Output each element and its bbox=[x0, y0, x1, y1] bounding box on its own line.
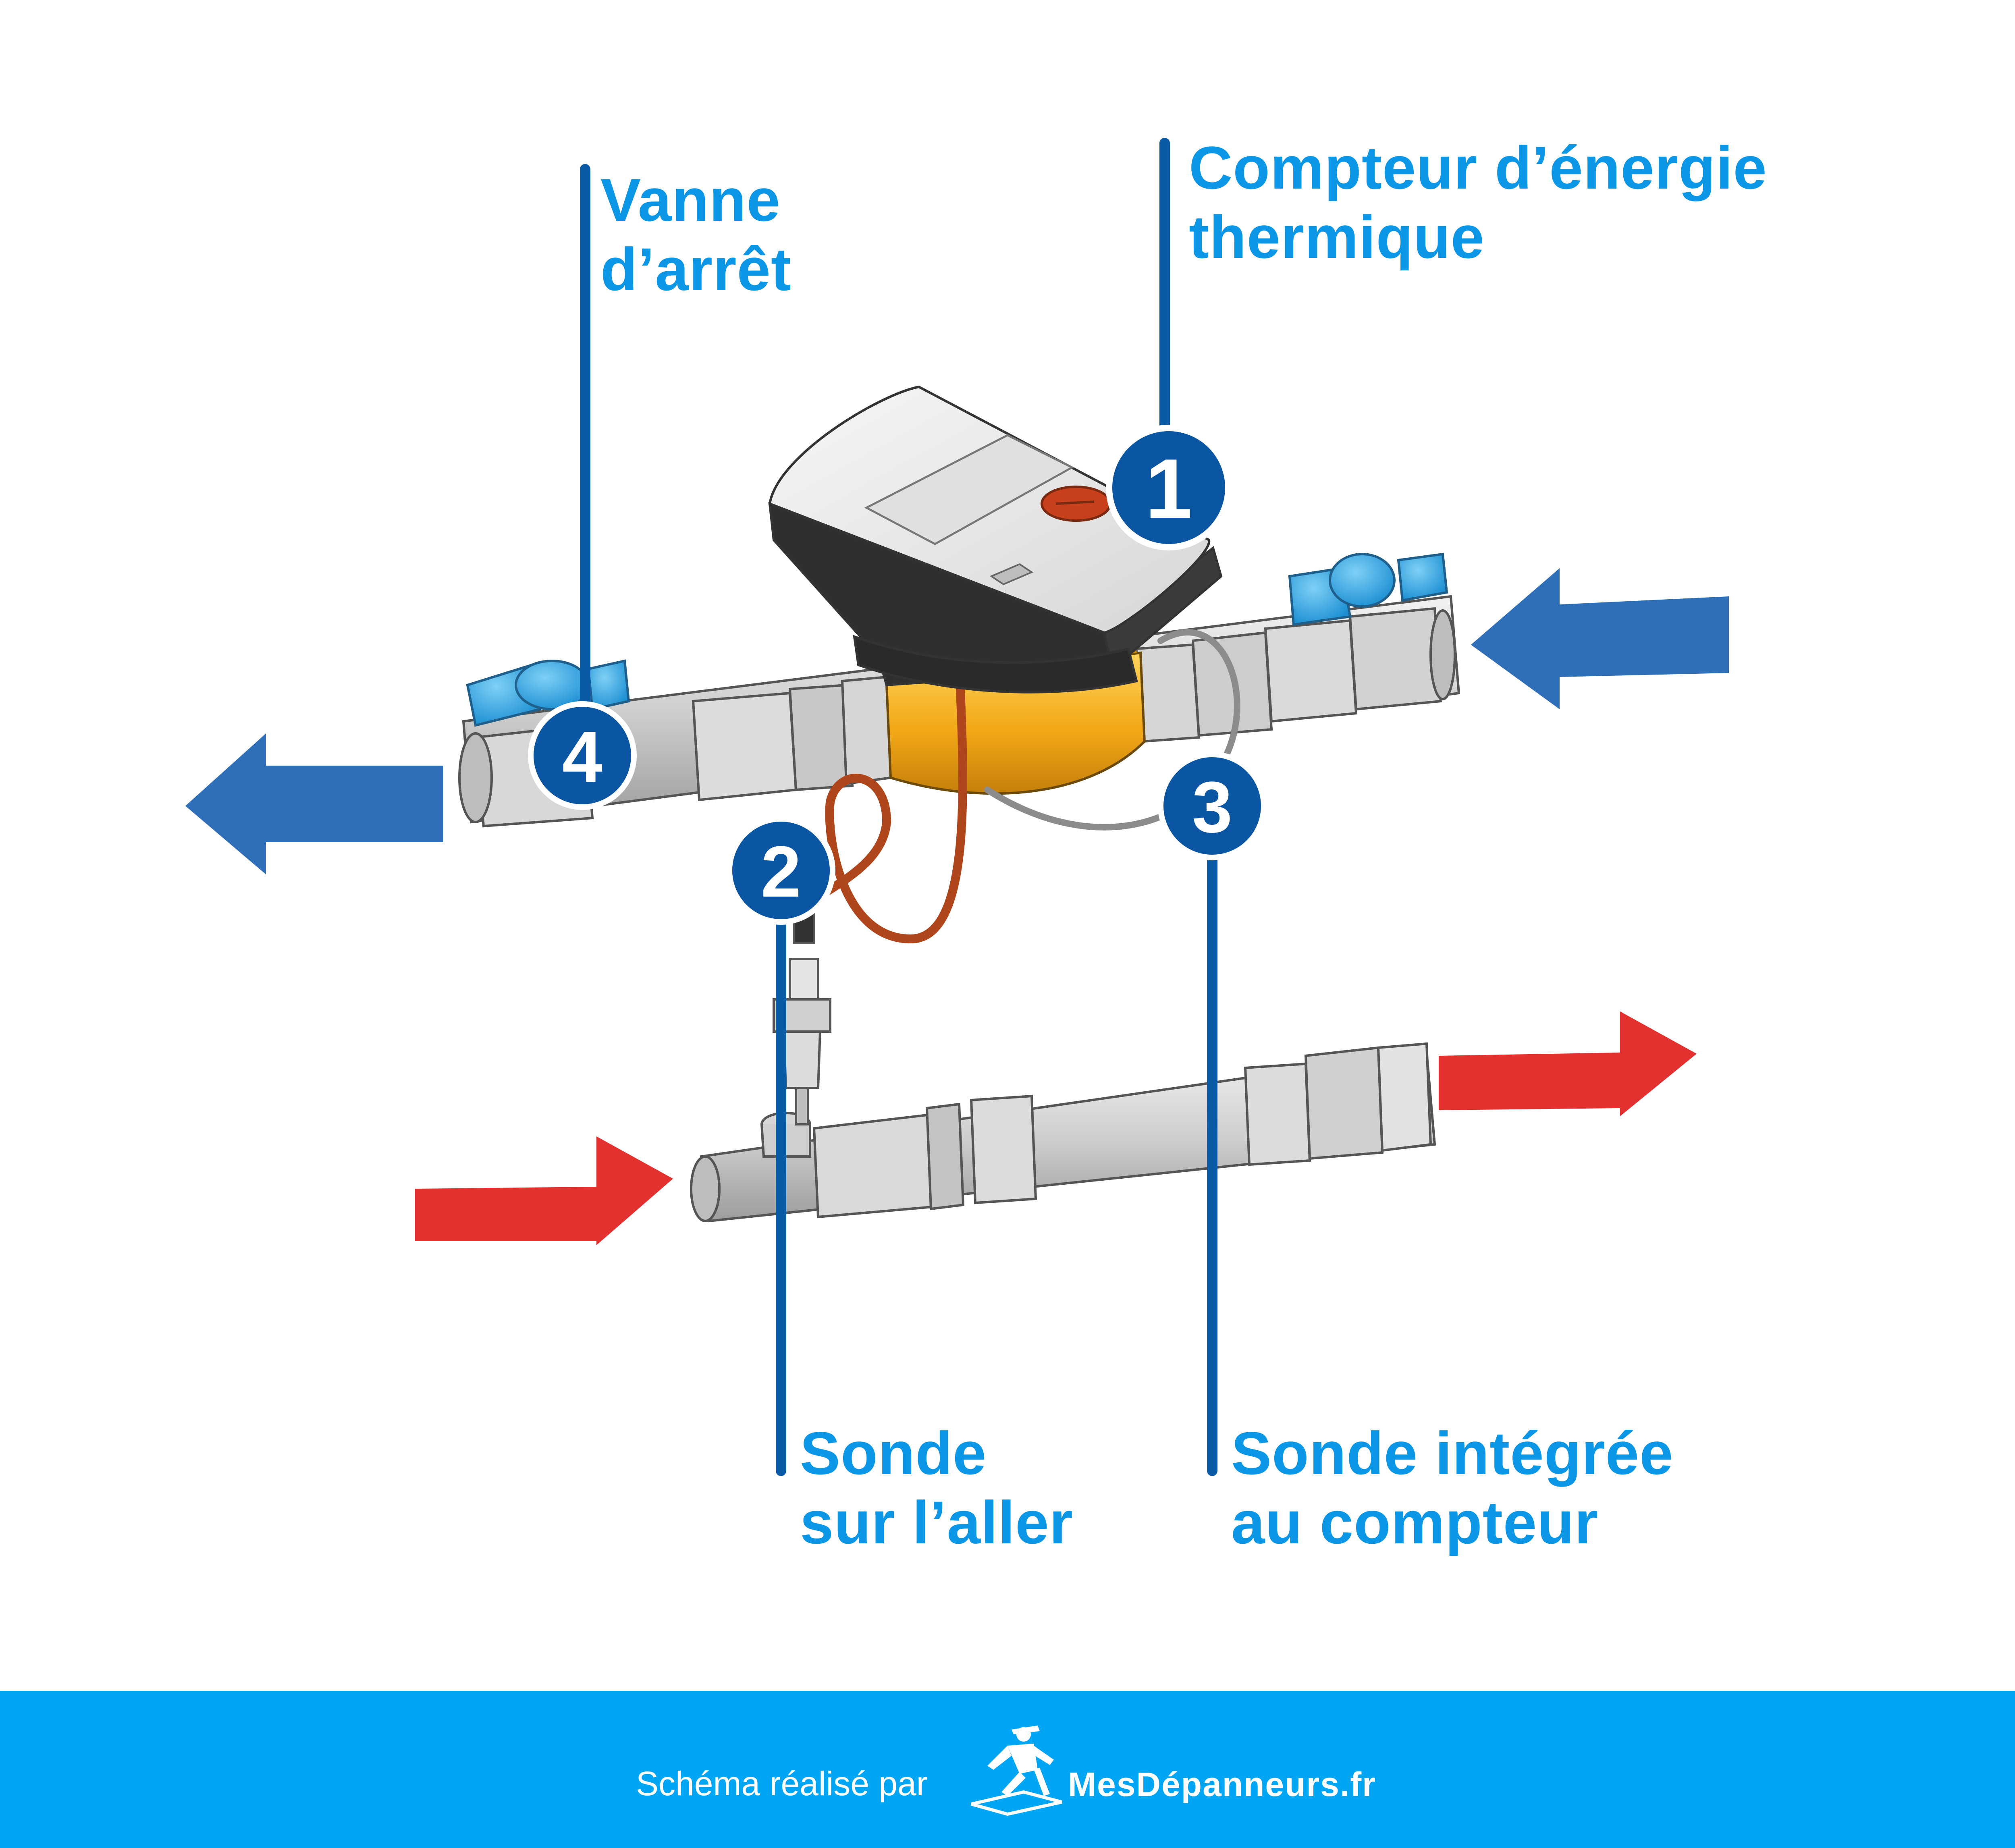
label-vanne-arret: Vanne d’arrêt bbox=[600, 165, 791, 304]
flow-probe bbox=[773, 905, 831, 1125]
label-vanne-arret-line2: d’arrêt bbox=[600, 235, 791, 303]
inflow-arrow-blue bbox=[1471, 568, 1729, 709]
marker-3: 3 bbox=[1158, 752, 1267, 860]
flow-probe-cable bbox=[800, 656, 967, 944]
marker-1: 1 bbox=[1106, 425, 1232, 550]
label-sonde-aller-line1: Sonde bbox=[800, 1419, 987, 1487]
label-sonde-aller: Sonde sur l’aller bbox=[800, 1418, 1073, 1557]
return-pipe bbox=[690, 1042, 1436, 1223]
label-vanne-arret-line1: Vanne bbox=[600, 166, 781, 234]
outflow-arrow-red bbox=[1439, 1011, 1697, 1116]
label-sonde-integree-line1: Sonde intégrée bbox=[1231, 1419, 1674, 1487]
shutoff-valve-right bbox=[1288, 552, 1448, 626]
footer-bar bbox=[0, 1691, 2015, 1848]
brand-logo-icon bbox=[970, 1725, 1063, 1816]
shutoff-valve-left bbox=[466, 659, 630, 727]
marker-4-number: 4 bbox=[562, 716, 602, 797]
marker-4: 4 bbox=[528, 701, 637, 810]
label-sonde-integree: Sonde intégrée au compteur bbox=[1231, 1418, 1674, 1557]
marker-1-number: 1 bbox=[1145, 441, 1192, 536]
label-compteur-line1: Compteur d’énergie bbox=[1189, 134, 1767, 201]
marker-2-number: 2 bbox=[761, 831, 801, 912]
label-sonde-integree-line2: au compteur bbox=[1231, 1489, 1599, 1556]
label-compteur: Compteur d’énergie thermique bbox=[1189, 133, 1767, 272]
label-sonde-aller-line2: sur l’aller bbox=[800, 1489, 1074, 1556]
label-compteur-line2: thermique bbox=[1189, 203, 1485, 271]
inflow-arrow-red bbox=[415, 1136, 673, 1245]
footer-credit: Schéma réalisé par bbox=[636, 1765, 928, 1802]
brand-name: MesDépanneurs.fr bbox=[1068, 1765, 1376, 1803]
marker-2: 2 bbox=[727, 816, 835, 925]
energy-meter bbox=[768, 385, 1223, 694]
outflow-arrow-blue bbox=[185, 733, 443, 874]
marker-3-number: 3 bbox=[1192, 767, 1232, 848]
heat-meter-diagram: 1 2 3 4 bbox=[185, 138, 1729, 1476]
